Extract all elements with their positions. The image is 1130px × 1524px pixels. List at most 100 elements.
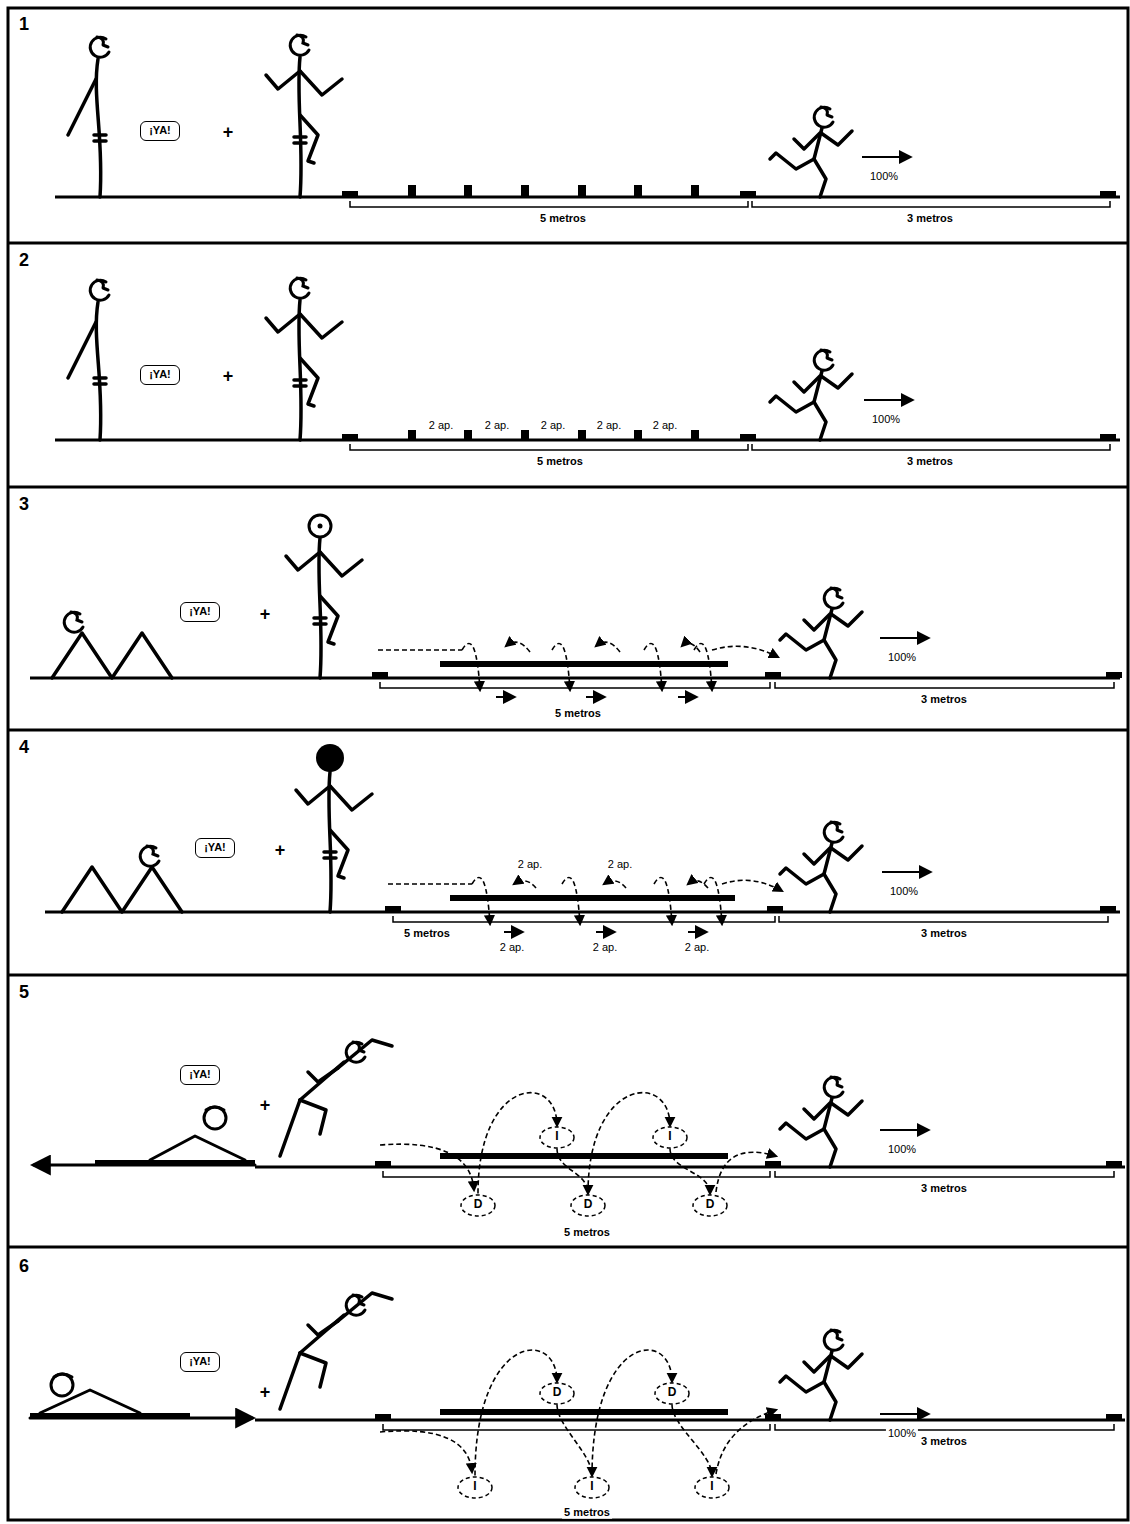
distance-label: 5 metros: [553, 707, 603, 720]
plus-sign: +: [221, 122, 236, 143]
cone-markers: [342, 191, 1122, 1420]
panel-number: 1: [17, 14, 31, 35]
distance-label: 3 metros: [905, 455, 955, 468]
foot-oval: I: [694, 1476, 730, 1499]
lying-figure: [30, 1374, 252, 1419]
steps-label: 2 ap.: [539, 419, 567, 432]
steps-label: 2 ap.: [591, 941, 619, 954]
ready-figure: [286, 538, 362, 678]
panel-frames: [8, 8, 1128, 1520]
speed-label: 100%: [886, 1143, 918, 1156]
foot-oval: D: [692, 1194, 728, 1217]
figure-head: [140, 846, 159, 866]
distance-label: 3 metros: [919, 1435, 969, 1448]
ground-lines: [30, 197, 1125, 1420]
hurdle-markers: [408, 185, 699, 440]
figure-head: [290, 35, 309, 55]
signal-box: ¡YA!: [140, 365, 180, 385]
foot-oval: D: [539, 1382, 575, 1405]
crawling-figure: [62, 867, 182, 912]
node-text: ¡YA!: [148, 124, 172, 137]
plus-sign: +: [273, 840, 288, 861]
steps-label: 2 ap.: [516, 858, 544, 871]
jump-connector: [592, 1350, 672, 1475]
standing-figure: [68, 37, 109, 197]
running-figure: [780, 1077, 862, 1167]
ready-figure: [266, 300, 342, 440]
foot-oval: D: [460, 1194, 496, 1217]
node-text: I: [551, 1130, 563, 1144]
node-text: ¡YA!: [188, 1068, 212, 1081]
speed-label: 100%: [886, 1427, 918, 1440]
jump-connector: [670, 1149, 710, 1194]
foot-oval: I: [652, 1126, 688, 1149]
figure-head: [64, 612, 83, 632]
node-text: D: [551, 1386, 563, 1400]
jump-connector: [557, 1405, 592, 1476]
node-text: D: [704, 1198, 716, 1212]
panel-number: 4: [17, 737, 31, 758]
steps-label: 2 ap.: [651, 419, 679, 432]
distance-label: 5 metros: [562, 1506, 612, 1519]
foot-oval: I: [457, 1476, 493, 1499]
distance-label: 3 metros: [919, 927, 969, 940]
signal-box: ¡YA!: [140, 121, 180, 141]
stick-figures: [30, 35, 862, 1420]
ready-figure: [266, 57, 342, 197]
panel-number: 2: [17, 250, 31, 271]
running-figure: [780, 1330, 862, 1420]
jump-connector: [672, 1405, 712, 1476]
node-text: D: [582, 1198, 594, 1212]
node-text: I: [586, 1480, 598, 1494]
steps-label: 2 ap.: [483, 419, 511, 432]
foot-oval: D: [654, 1382, 690, 1405]
steps-label: 2 ap.: [606, 858, 634, 871]
speed-label: 100%: [868, 170, 900, 183]
running-figure: [780, 822, 862, 912]
balance-bars: [440, 661, 735, 1415]
panel-number: 5: [17, 982, 31, 1003]
black-head: [316, 744, 344, 772]
distance-label: 3 metros: [919, 693, 969, 706]
node-text: I: [664, 1130, 676, 1144]
foot-oval: I: [539, 1126, 575, 1149]
crawling-figure: [52, 633, 172, 678]
signal-box: ¡YA!: [180, 602, 220, 622]
distance-label: 3 metros: [905, 212, 955, 225]
distance-label: 5 metros: [535, 455, 585, 468]
speed-label: 100%: [870, 413, 902, 426]
running-figure: [770, 107, 852, 197]
speed-label: 100%: [888, 885, 920, 898]
speed-arrows: [862, 157, 930, 1414]
node-text: ¡YA!: [188, 605, 212, 618]
panel-number: 6: [17, 1256, 31, 1277]
node-text: I: [469, 1480, 481, 1494]
distance-label: 3 metros: [919, 1182, 969, 1195]
foot-oval: D: [570, 1194, 606, 1217]
distance-label: 5 metros: [538, 212, 588, 225]
steps-label: 2 ap.: [498, 941, 526, 954]
speed-label: 100%: [886, 651, 918, 664]
panel-number: 3: [17, 494, 31, 515]
node-text: ¡YA!: [188, 1355, 212, 1368]
running-figure: [780, 588, 862, 678]
plus-sign: +: [258, 1095, 273, 1116]
node-text: D: [472, 1198, 484, 1212]
dotted-head: [309, 515, 331, 537]
step-arrows: [496, 697, 706, 932]
plus-sign: +: [221, 366, 236, 387]
signal-box: ¡YA!: [195, 838, 235, 858]
node-text: I: [706, 1480, 718, 1494]
node-text: D: [666, 1386, 678, 1400]
foot-oval: I: [574, 1476, 610, 1499]
sprint-start-figure: [280, 1040, 392, 1156]
lying-figure: [34, 1107, 255, 1166]
figure-head: [290, 278, 309, 298]
distance-label: 5 metros: [562, 1226, 612, 1239]
standing-figure: [68, 280, 109, 440]
distance-label: 5 metros: [402, 927, 452, 940]
ready-figure: [296, 772, 372, 912]
running-figure: [770, 350, 852, 440]
